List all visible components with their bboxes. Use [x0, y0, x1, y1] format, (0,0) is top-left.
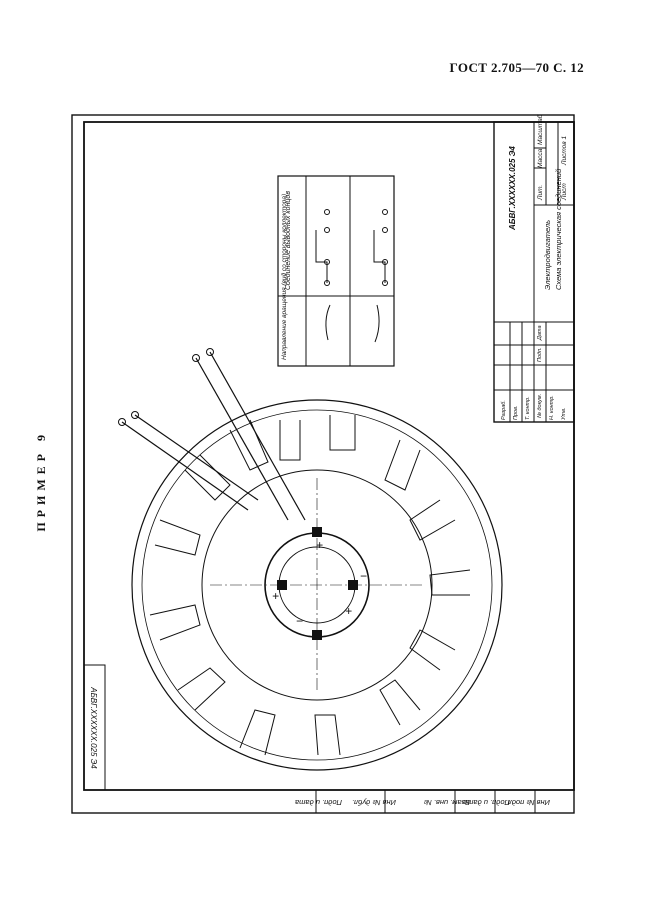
- brush-plus-left: +: [272, 589, 279, 603]
- svg-text:Разраб.: Разраб.: [501, 400, 507, 420]
- svg-text:Пров.: Пров.: [513, 405, 519, 420]
- svg-text:Т. контр.: Т. контр.: [525, 396, 531, 420]
- strip-cell-3: Взам. инв. №: [424, 798, 470, 807]
- title-block: АБВГ.ХХХХХХ.025 Э4 Электродвигатель Схем…: [493, 114, 575, 423]
- outer-circle: [131, 399, 503, 771]
- svg-text:Масса: Масса: [537, 148, 544, 168]
- motor-diagram: [118, 348, 503, 771]
- inner-frame: [83, 121, 575, 791]
- svg-text:Утв.: Утв.: [561, 408, 567, 422]
- strip-cell-4: Подп. и дата: [463, 798, 510, 807]
- table-col1: Направление вращения (вид со стороны кол…: [280, 194, 288, 360]
- svg-text:Дата: Дата: [537, 325, 543, 341]
- brush-plus-right: +: [345, 604, 352, 618]
- connection-table: Направление вращения (вид со стороны кол…: [277, 175, 395, 367]
- brush-minus: −: [296, 614, 303, 628]
- tb-doctype: Схема электрическая соединений: [554, 168, 563, 290]
- strip-cell-1: Подп. и дата: [295, 798, 342, 807]
- svg-text:№ докум.: № докум.: [537, 394, 543, 418]
- brushes: [277, 527, 358, 640]
- page-reference: ГОСТ 2.705—70 С. 12: [449, 60, 584, 75]
- bottom-strip: Подп. и дата Инв № дубл. Взам. инв. № По…: [84, 789, 574, 813]
- brush-plus-top: +: [316, 538, 323, 552]
- tb-designation: АБВГ.ХХХХХХ.025 Э4: [508, 146, 517, 231]
- svg-text:Н. контр.: Н. контр.: [549, 395, 555, 420]
- svg-text:Подп.: Подп.: [537, 347, 543, 362]
- svg-text:Лист: Лист: [561, 183, 568, 201]
- brush-minus-right: −: [360, 569, 367, 583]
- designation-box: АБВГ.ХХХХХХ.025 Э4: [83, 664, 106, 791]
- tb-product: Электродвигатель: [543, 220, 552, 290]
- svg-text:Масштаб: Масштаб: [536, 114, 544, 145]
- strip-cell-5: Инв № подл.: [506, 798, 550, 807]
- svg-text:АБВГ.ХХХХХХ.025 Э4: АБВГ.ХХХХХХ.025 Э4: [89, 686, 98, 769]
- svg-text:Лит.: Лит.: [537, 185, 544, 201]
- outer-frame: [71, 114, 575, 814]
- strip-cell-2: Инв № дубл.: [352, 798, 396, 807]
- table-col2: Соединение выводных концов: [284, 191, 292, 290]
- svg-text:Листов 1: Листов 1: [561, 136, 568, 166]
